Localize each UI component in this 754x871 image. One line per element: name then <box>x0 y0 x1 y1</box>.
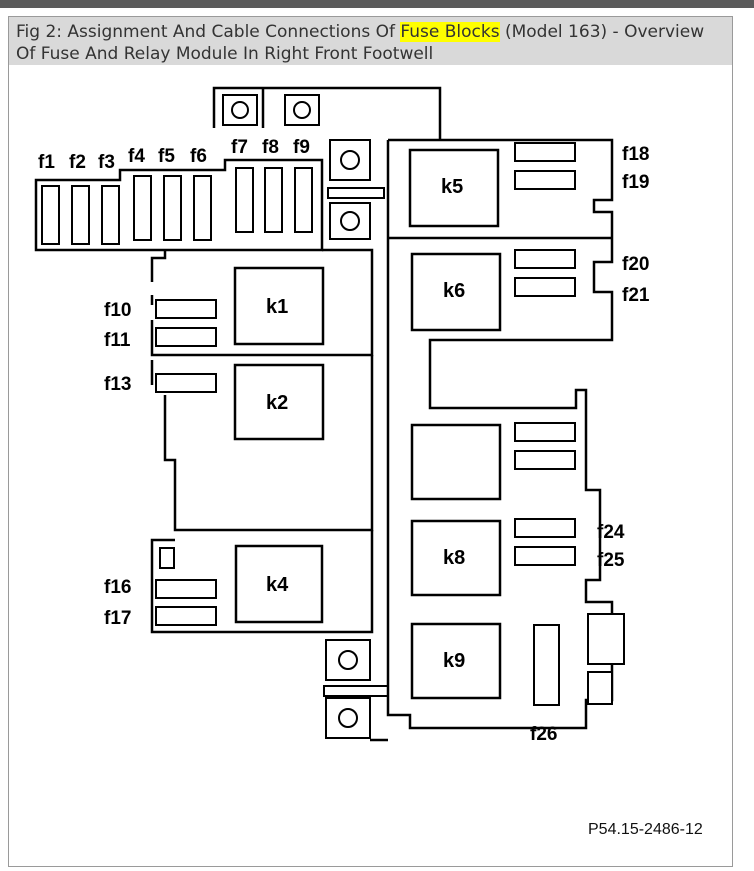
label-f9: f9 <box>293 137 310 158</box>
terminal-bar-1 <box>327 187 385 199</box>
fuse-f11 <box>155 327 217 347</box>
label-f1: f1 <box>38 152 55 173</box>
label-f2: f2 <box>69 152 86 173</box>
label-f8: f8 <box>262 137 279 158</box>
k2-section-outline <box>150 355 374 532</box>
terminal-1 <box>340 150 360 170</box>
connector-stub-2 <box>587 671 613 705</box>
label-f24: f24 <box>597 522 625 543</box>
fuse-f17 <box>155 606 217 626</box>
relay-k9 <box>410 622 502 700</box>
right-module-outline <box>386 138 614 730</box>
terminal-bar-2 <box>323 685 389 697</box>
fuse-f4 <box>133 175 152 241</box>
fuse-f20 <box>514 249 576 269</box>
label-f6: f6 <box>190 146 207 167</box>
label-f19: f19 <box>622 172 649 193</box>
relay-k2 <box>233 363 325 441</box>
fuse-f9 <box>294 167 313 233</box>
fuse-f8 <box>264 167 283 233</box>
terminal-3 <box>338 650 358 670</box>
label-f4: f4 <box>128 146 145 167</box>
fuse-f7 <box>235 167 254 233</box>
fuse-f5 <box>163 175 182 241</box>
fuse-unlabeled-1 <box>514 422 576 442</box>
fuse-f19 <box>514 170 576 190</box>
fuse-f2 <box>71 185 90 245</box>
label-f11: f11 <box>104 330 131 351</box>
fuse-f16 <box>155 579 217 599</box>
fuse-f18 <box>514 142 576 162</box>
terminal-4 <box>338 708 358 728</box>
label-f26: f26 <box>530 724 557 745</box>
label-k8: k8 <box>443 547 465 569</box>
caption-text-end: (Model 163) - Overview Of Fuse And Relay… <box>16 22 705 64</box>
label-f5: f5 <box>158 146 175 167</box>
fuse-f13 <box>155 373 217 393</box>
relay-unlabeled <box>410 423 502 501</box>
label-k5: k5 <box>441 176 463 198</box>
relay-k1 <box>233 266 325 346</box>
label-k1: k1 <box>266 296 288 318</box>
label-f3: f3 <box>98 152 115 173</box>
caption-text-start: Fig 2: Assignment And Cable Connections … <box>16 22 401 42</box>
relay-k6 <box>410 252 502 332</box>
label-k2: k2 <box>266 392 288 414</box>
fuse-f21 <box>514 277 576 297</box>
label-f18: f18 <box>622 144 649 165</box>
fuse-f24 <box>514 518 576 538</box>
fuse-unlabeled-2 <box>514 450 576 470</box>
fuse-f6 <box>193 175 212 241</box>
fuse-f1 <box>41 185 60 245</box>
label-f13: f13 <box>104 374 131 395</box>
label-f10: f10 <box>104 300 131 321</box>
left-fuse-strip <box>34 158 324 252</box>
top-terminal-left <box>231 101 249 119</box>
label-f7: f7 <box>231 137 248 158</box>
k4-tab <box>159 547 175 569</box>
top-terminal-right <box>293 101 311 119</box>
relay-k8 <box>410 519 502 597</box>
label-k9: k9 <box>443 650 465 672</box>
top-bar <box>0 0 754 8</box>
terminal-2 <box>340 211 360 231</box>
relay-k5 <box>408 148 500 228</box>
figure-caption: Fig 2: Assignment And Cable Connections … <box>9 17 732 65</box>
top-connector-outline <box>212 86 442 140</box>
caption-highlight: Fuse Blocks <box>400 22 500 42</box>
label-f25: f25 <box>597 550 625 571</box>
connector-stub-1 <box>587 613 625 665</box>
label-k4: k4 <box>266 574 289 596</box>
fuse-f3 <box>101 185 120 245</box>
label-f20: f20 <box>622 254 649 275</box>
fuse-f26 <box>533 624 560 706</box>
label-f21: f21 <box>622 285 650 306</box>
fuse-f25 <box>514 546 576 566</box>
fuse-f10 <box>155 299 217 319</box>
label-f17: f17 <box>104 608 131 629</box>
label-f16: f16 <box>104 577 131 598</box>
relay-k4 <box>234 544 324 624</box>
k4-section-outline <box>150 530 374 634</box>
figure-reference: P54.15-2486-12 <box>588 821 703 838</box>
label-k6: k6 <box>443 280 465 302</box>
